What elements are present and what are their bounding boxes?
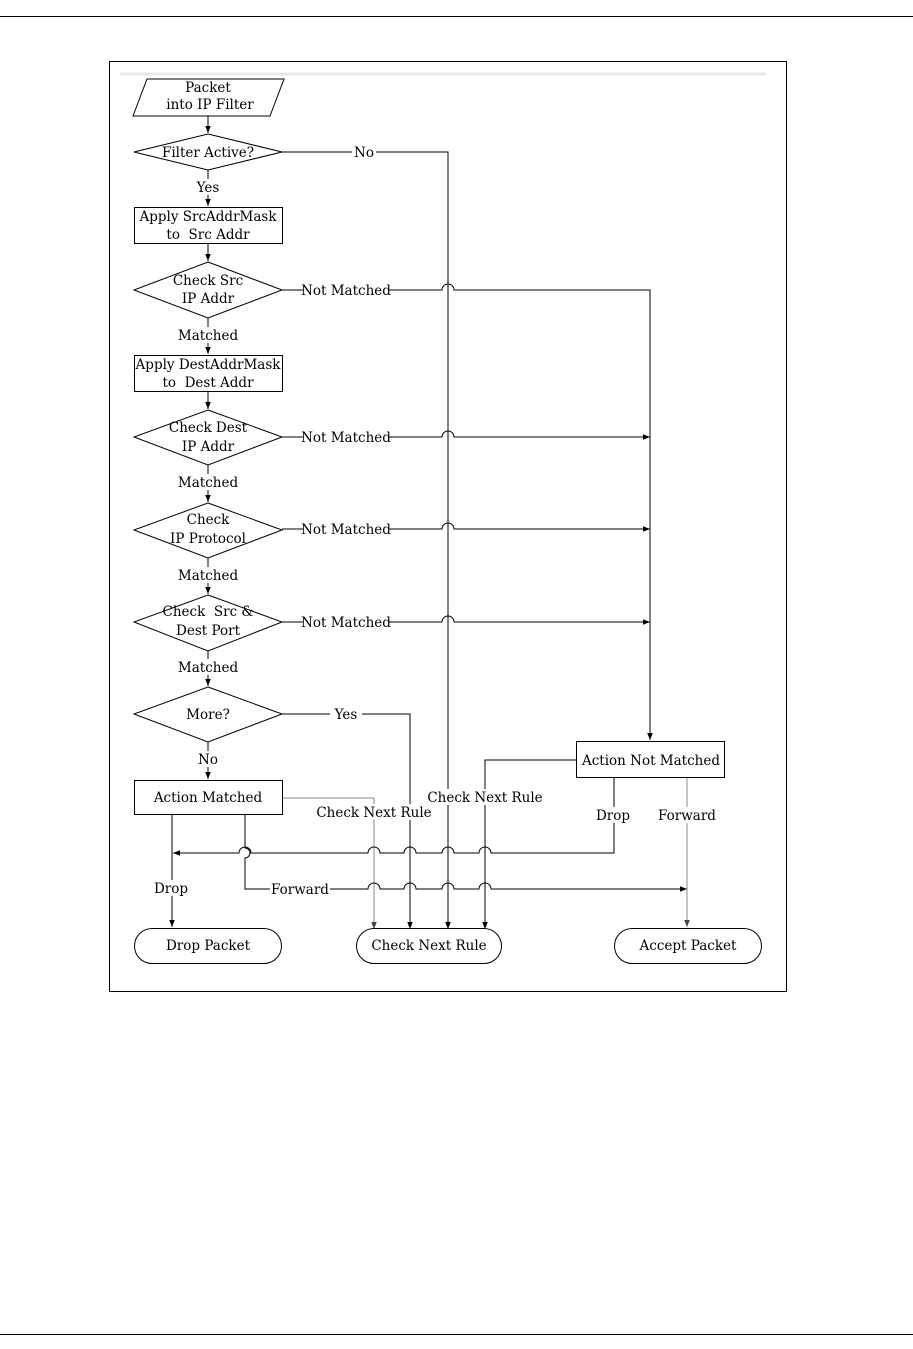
action-not-matched-box [576, 741, 725, 778]
filter-active-decision [133, 133, 283, 171]
check-dest-decision [132, 409, 284, 466]
edge-label-matched-port: Matched [178, 660, 239, 676]
accept-packet-terminal [614, 928, 762, 964]
edge-label-no-filter: No [354, 145, 374, 161]
check-protocol-label-line1: Check [187, 512, 231, 528]
more-decision [132, 686, 284, 743]
edge-label-forward-matched: Forward [271, 882, 329, 898]
action-not-matched-label: Action Not Matched [581, 753, 720, 769]
apply-src-label-line2: to Src Addr [166, 227, 250, 243]
connectors [169, 116, 690, 929]
edge-label-yes-filter: Yes [196, 180, 220, 196]
check-port-decision [132, 594, 284, 652]
apply-dest-label-line2: to Dest Addr [162, 375, 254, 391]
check-port-label-line1: Check Src & [163, 604, 254, 620]
check-src-label-line1: Check Src [173, 273, 243, 289]
filter-active-label: Filter Active? [162, 145, 254, 161]
page-top-rule [0, 16, 913, 17]
edge-label-yes-more: Yes [334, 707, 358, 723]
edge-label-not-matched-src: Not Matched [301, 283, 391, 299]
apply-dest-label-line1: Apply DestAddrMask [135, 357, 282, 373]
label-backgrounds [151, 144, 717, 897]
edge-label-drop-not-matched: Drop [596, 808, 630, 824]
page-bottom-rule [0, 1334, 913, 1335]
check-protocol-decision [132, 502, 284, 559]
check-port-label-line2: Dest Port [176, 623, 241, 639]
edge-label-check-next-rule-not-matched: Check Next Rule [427, 790, 542, 806]
check-dest-label-line1: Check Dest [169, 420, 248, 436]
action-matched-label: Action Matched [153, 790, 263, 806]
accept-packet-label: Accept Packet [639, 938, 737, 954]
edge-label-matched-src: Matched [178, 328, 239, 344]
edge-label-matched-dest: Matched [178, 475, 239, 491]
apply-dest-mask-box [134, 355, 283, 392]
action-matched-box [134, 780, 283, 815]
check-src-decision [132, 261, 284, 319]
apply-src-label-line1: Apply SrcAddrMask [139, 209, 278, 225]
edge-label-matched-proto: Matched [178, 568, 239, 584]
check-next-rule-terminal [356, 928, 502, 964]
apply-src-mask-box [134, 207, 283, 244]
start-label-line1: Packet [185, 80, 231, 96]
check-src-label-line2: IP Addr [182, 291, 235, 307]
check-dest-label-line2: IP Addr [182, 439, 235, 455]
check-protocol-label-line2: IP Protocol [170, 531, 246, 547]
edge-label-not-matched-proto: Not Matched [301, 522, 391, 538]
edge-label-no-more: No [198, 752, 218, 768]
edge-label-forward-not-matched: Forward [658, 808, 716, 824]
check-next-rule-terminal-label: Check Next Rule [371, 938, 486, 954]
drop-packet-terminal [134, 928, 282, 964]
edge-label-not-matched-port: Not Matched [301, 615, 391, 631]
edge-label-not-matched-dest: Not Matched [301, 430, 391, 446]
drop-packet-label: Drop Packet [166, 938, 251, 954]
diagram-frame [109, 61, 787, 992]
more-label: More? [186, 707, 230, 723]
edge-label-drop-matched: Drop [154, 881, 188, 897]
start-parallelogram [132, 78, 285, 117]
edge-label-check-next-rule-matched: Check Next Rule [316, 805, 431, 821]
start-label-line2: into IP Filter [166, 97, 254, 113]
